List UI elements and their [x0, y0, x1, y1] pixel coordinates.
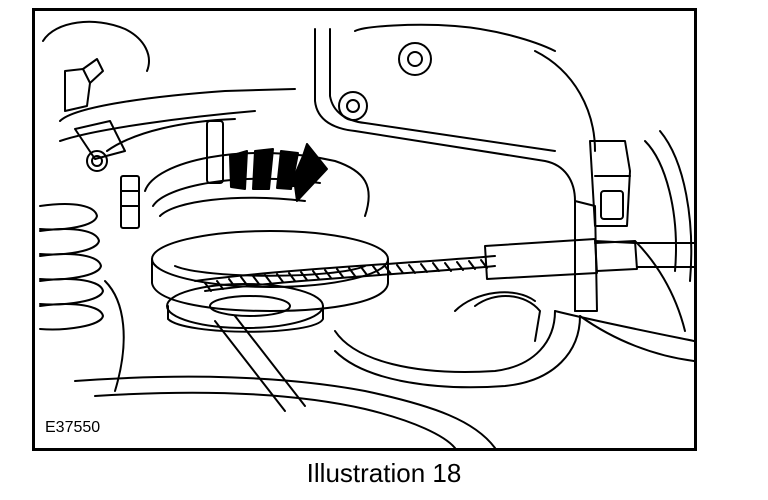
tension-tool	[484, 238, 694, 280]
drive-belt	[194, 255, 496, 292]
upper-left-housing	[42, 20, 296, 172]
left-corrugated-hose	[39, 203, 125, 392]
rotation-arrow	[229, 143, 328, 202]
lower-hoses	[74, 291, 694, 448]
reference-code: E37550	[45, 419, 101, 436]
figure-caption: Illustration 18	[306, 458, 462, 488]
sensor-post	[120, 175, 140, 229]
right-connector	[589, 130, 693, 332]
illustration-frame: E37550	[32, 8, 697, 451]
engine-line-drawing	[39, 20, 694, 448]
